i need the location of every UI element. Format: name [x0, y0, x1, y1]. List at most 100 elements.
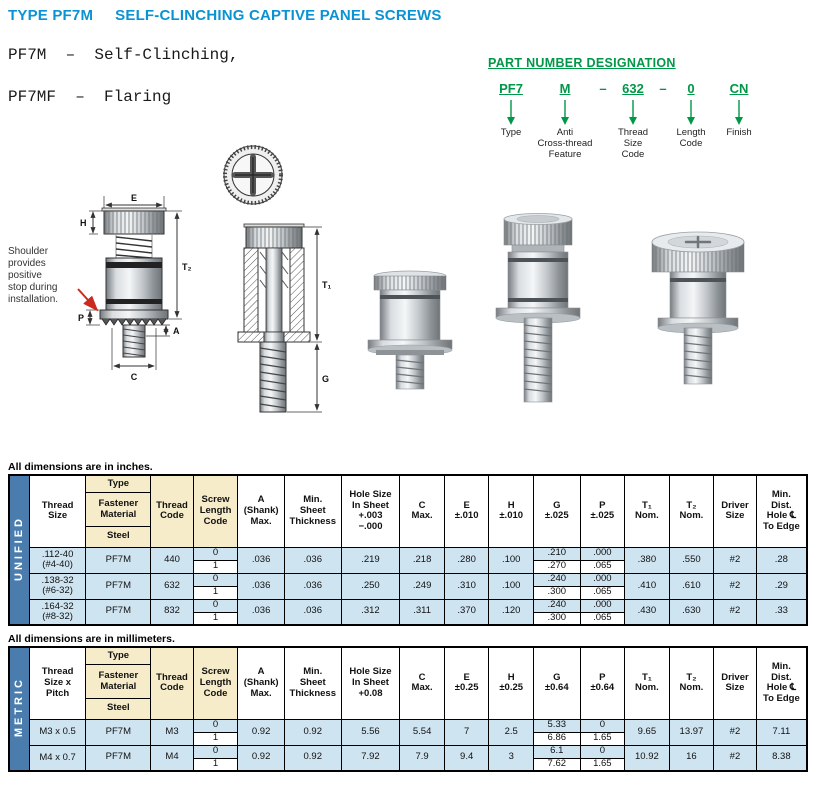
part-number-heading: PART NUMBER DESIGNATION	[488, 56, 676, 70]
col-header-p: P ±0.64	[579, 646, 626, 720]
col-header-a: A (Shank) Max.	[237, 474, 285, 548]
col-header-t2: T₂ Nom.	[668, 474, 715, 548]
down-arrow-icon	[687, 100, 695, 125]
spec-cell: .120	[488, 598, 534, 626]
col-header-thread-code: Thread Code	[150, 474, 194, 548]
col-header-type: Type Fastener Material Steel	[85, 474, 152, 548]
top-view-drawing	[223, 145, 283, 205]
col-header-c: C Max.	[399, 646, 445, 720]
spec-cell: .100	[488, 546, 534, 574]
spec-cell: .300	[532, 585, 581, 600]
spec-cell: 16	[668, 744, 715, 772]
spec-cell: .164-32 (#8-32)	[28, 598, 87, 626]
spec-cell: .210	[532, 546, 581, 561]
segment-text: PF7	[499, 81, 523, 96]
spec-cell: 440	[150, 546, 194, 574]
spec-cell: PF7M	[85, 744, 152, 772]
part-number-segment: CN Finish	[712, 82, 766, 139]
spec-cell: .29	[755, 572, 808, 600]
spec-cell: .380	[624, 546, 670, 574]
col-header-h: H ±0.25	[488, 646, 534, 720]
type-header-row: Steel	[106, 530, 130, 542]
spec-cell: 0	[579, 744, 626, 759]
segment-label: Type	[500, 127, 522, 138]
part-number-segment: M Anti Cross-thread Feature	[534, 82, 596, 161]
segment-label: Anti Cross-thread Feature	[537, 127, 593, 160]
product-photos	[367, 213, 745, 403]
spec-cell: 1	[192, 757, 239, 772]
spec-cell: .138-32 (#6-32)	[28, 572, 87, 600]
col-header-thread-size: Thread Size x Pitch	[28, 646, 87, 720]
spec-cell: 9.4	[443, 744, 490, 772]
spec-cell: 1	[192, 611, 239, 626]
spec-cell: .270	[532, 559, 581, 574]
photo-retracted-screw	[367, 270, 453, 390]
spec-cell: 1	[192, 585, 239, 600]
spec-cell: M4 x 0.7	[28, 744, 87, 772]
segment-text: 632	[622, 81, 644, 96]
photo-tilted-screw	[651, 231, 745, 385]
spec-cell: .036	[237, 598, 285, 626]
table-row: 1 7.62 1.65	[9, 757, 807, 772]
segment-text: CN	[729, 81, 749, 96]
spec-cell: 5.33	[532, 718, 581, 733]
col-header-driver: Driver Size	[713, 474, 757, 548]
spec-cell: .28	[755, 546, 808, 574]
spec-cell: 0.92	[283, 744, 342, 772]
spec-cell: 9.65	[624, 718, 670, 746]
spec-cell: 1	[192, 559, 239, 574]
table-row: .164-32 (#8-32) PF7M 832 0 .036 .036 .31…	[9, 598, 808, 626]
spec-cell: .219	[340, 546, 401, 574]
spec-cell: 1.65	[579, 757, 626, 772]
spec-cell: .065	[579, 585, 626, 600]
shoulder-note: Shoulder provides positive stop during i…	[8, 246, 59, 305]
col-header-dist: Min. Dist. Hole ℄ To Edge	[755, 474, 808, 548]
section-view-drawing: T₁ G	[237, 223, 331, 413]
segment-dash: –	[659, 81, 667, 96]
col-header-type: Type Fastener Material Steel	[85, 646, 152, 720]
dim-label-h: H	[80, 218, 87, 228]
spec-cell: .100	[488, 572, 534, 600]
col-header-dist: Min. Dist. Hole ℄ To Edge	[755, 646, 808, 720]
table-row: 1 .270 .065	[9, 559, 807, 574]
spec-cell: 0	[579, 718, 626, 733]
table-header-row: UNIFIED Thread Size Type Fastener Materi…	[8, 474, 808, 626]
unified-side-label: UNIFIED	[8, 474, 30, 626]
table-row: 1 .300 .065	[9, 585, 807, 600]
side-label-text: UNIFIED	[13, 515, 26, 581]
col-header-g: G ±.025	[532, 474, 581, 548]
col-header-sheet: Min. Sheet Thickness	[283, 474, 342, 548]
spec-cell: .630	[668, 598, 715, 626]
spec-cell: .410	[624, 572, 670, 600]
spec-cell: 8.38	[755, 744, 808, 772]
table-row: .138-32 (#6-32) PF7M 632 0 .036 .036 .25…	[9, 572, 808, 600]
table-row: .112-40 (#4-40) PF7M 440 0 .036 .036 .21…	[9, 546, 808, 574]
spec-cell: .280	[443, 546, 490, 574]
type-header-row: Fastener Material	[86, 493, 150, 528]
spec-cell: PF7M	[85, 598, 152, 626]
spec-cell: 0.92	[237, 718, 285, 746]
page-title-main: SELF-CLINCHING CAPTIVE PANEL SCREWS	[115, 7, 442, 24]
spec-cell: #2	[713, 546, 757, 574]
spec-cell: #2	[713, 598, 757, 626]
spec-cell: 10.92	[624, 744, 670, 772]
part-number-segment: 0 Length Code	[670, 82, 712, 150]
spec-cell: .036	[283, 572, 342, 600]
spec-cell: 0	[192, 598, 239, 613]
spec-cell: PF7M	[85, 718, 152, 746]
segment-label: Thread Size Code	[617, 127, 649, 160]
col-header-e: E ±0.25	[443, 646, 490, 720]
unified-table: UNIFIED Thread Size Type Fastener Materi…	[8, 474, 808, 626]
spec-cell: 7	[443, 718, 490, 746]
segment-dash: –	[599, 81, 607, 96]
dim-label-c: C	[131, 372, 138, 382]
part-number-segment: 632 Thread Size Code	[610, 82, 656, 161]
dim-label-t2: T₂	[182, 262, 192, 272]
dim-label-g: G	[322, 374, 329, 384]
spec-cell: .036	[283, 546, 342, 574]
col-header-h: H ±.010	[488, 474, 534, 548]
dim-label-e: E	[131, 193, 137, 203]
spec-cell: .312	[340, 598, 401, 626]
spec-cell: 6.86	[532, 731, 581, 746]
segment-label: Length Code	[676, 127, 706, 149]
